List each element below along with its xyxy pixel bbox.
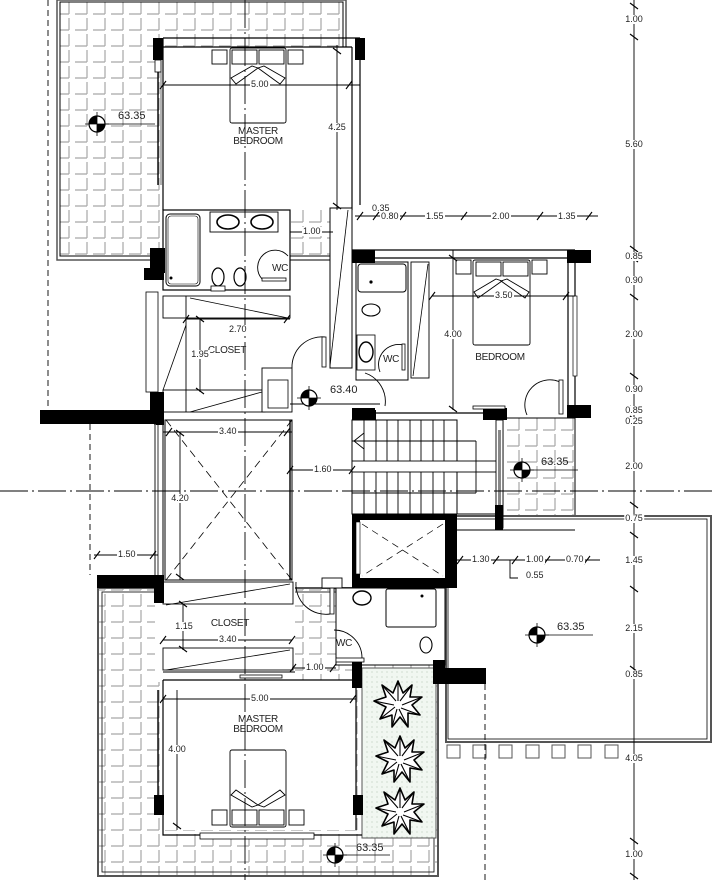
planter — [361, 667, 437, 839]
dim-right-chain-3: 0.90 — [624, 275, 644, 285]
dim-mid-offset: 0.55 — [526, 570, 544, 580]
level-marker-icon — [296, 385, 322, 411]
dim-mid-chain-2: 0.70 — [565, 554, 585, 564]
shaft — [352, 514, 457, 588]
dimension-ticks — [93, 2, 639, 880]
dim-top-chain-0: 0.35 — [372, 203, 390, 213]
room-label-closet-top: CLOSET — [207, 345, 247, 356]
room-label-line: MASTER — [238, 714, 278, 725]
dim-right-chain-5: 0.90 — [624, 384, 644, 394]
room-closet-top — [145, 291, 327, 416]
toilet-icon — [361, 303, 381, 317]
dim-closet-bottom-depth: 1.15 — [174, 621, 194, 631]
bidet-icon — [233, 267, 247, 287]
dim-right-chain-1: 5.60 — [624, 139, 644, 149]
dim-right-chain-14: 1.00 — [624, 849, 644, 859]
dim-bedroom-width: 3.50 — [494, 290, 514, 300]
room-closet-bottom — [162, 579, 335, 679]
dim-right-chain-9: 0.75 — [624, 513, 644, 523]
room-master-bedroom-bottom — [154, 679, 363, 840]
dim-void-depth: 4.20 — [170, 493, 190, 503]
dim-mid-chain-1: 1.00 — [525, 554, 545, 564]
dim-top-chain-4: 1.35 — [557, 211, 577, 221]
dim-right-chain-10: 1.45 — [624, 555, 644, 565]
dim-right-chain-4: 2.00 — [624, 329, 644, 339]
bed-icon — [211, 749, 305, 828]
dim-left-offset: 1.50 — [117, 549, 137, 559]
room-label-master-bedroom-top: MASTER BEDROOM — [233, 127, 283, 147]
room-label-wc-bottom: WC — [335, 638, 353, 649]
sink-icon — [352, 590, 372, 606]
room-label-master-bedroom-bottom: MASTER BEDROOM — [233, 715, 283, 735]
dim-right-chain-6: 0.85 — [624, 405, 644, 415]
dim-void-width: 3.40 — [218, 426, 238, 436]
room-wc-bedroom — [355, 261, 409, 407]
bathtub-icon — [357, 263, 407, 293]
dim-closet-top-width: 2.70 — [228, 324, 248, 334]
dim-closet-top-depth: 1.95 — [190, 349, 210, 359]
staircase — [351, 410, 575, 531]
corridor-wall — [329, 207, 353, 369]
dim-bedroom-depth: 4.00 — [443, 329, 463, 339]
room-bathroom-top — [144, 209, 291, 292]
shower-tray-icon — [385, 588, 437, 628]
dim-right-chain-11: 2.15 — [624, 623, 644, 633]
exterior-walls-left — [40, 410, 164, 603]
level-terrace-right: 63.35 — [557, 621, 585, 633]
dim-master-bottom-width: 5.00 — [250, 693, 270, 703]
dim-master-bottom-depth: 4.00 — [167, 744, 187, 754]
room-wc-bottom — [321, 577, 486, 688]
room-label-line: BEDROOM — [233, 136, 283, 147]
room-label-line: MASTER — [238, 126, 278, 137]
toilet-icon — [419, 636, 433, 654]
dim-wc-top-width: 1.00 — [302, 226, 322, 236]
dim-mid-chain-0: 1.30 — [471, 554, 491, 564]
terrace-right — [445, 515, 712, 759]
dim-right-chain-13: 4.05 — [624, 753, 644, 763]
arrow-icon — [353, 432, 365, 450]
dim-wc-bottom-width: 1.00 — [305, 662, 325, 672]
room-label-bedroom: BEDROOM — [475, 352, 525, 363]
sink-icon — [250, 214, 274, 230]
dim-master-top-width: 5.00 — [250, 79, 270, 89]
bed-icon — [455, 259, 548, 346]
bathtub-icon — [165, 213, 201, 287]
room-label-closet-bottom: CLOSET — [210, 618, 250, 629]
toilet-icon — [211, 267, 225, 287]
dim-master-top-depth: 4.25 — [327, 122, 347, 132]
dim-top-chain-1: 0.80 — [380, 211, 400, 221]
level-balcony-right: 63.35 — [541, 456, 569, 468]
level-terrace-top-left: 63.35 — [118, 110, 146, 122]
dim-top-chain-3: 2.00 — [491, 211, 511, 221]
room-label-wc-bedroom: WC — [382, 354, 400, 365]
dim-right-chain-0: 1.00 — [624, 14, 644, 24]
sink-icon — [358, 341, 374, 363]
room-label-wc-top: WC — [271, 263, 289, 274]
dim-closet-bottom-width: 3.40 — [218, 634, 238, 644]
void-double-height — [164, 419, 293, 581]
dim-right-chain-12: 0.85 — [624, 669, 644, 679]
room-label-line: BEDROOM — [233, 724, 283, 735]
dim-right-chain-8: 2.00 — [624, 461, 644, 471]
sink-icon — [216, 214, 240, 230]
dim-top-chain-2: 1.55 — [425, 211, 445, 221]
dim-right-chain-7: 0.25 — [624, 416, 644, 426]
level-hall: 63.40 — [330, 384, 358, 396]
dim-corridor-width: 1.60 — [313, 464, 333, 474]
door-swing — [257, 249, 289, 280]
level-terrace-bottom: 63.35 — [356, 842, 384, 854]
dim-right-chain-2: 0.85 — [624, 251, 644, 261]
